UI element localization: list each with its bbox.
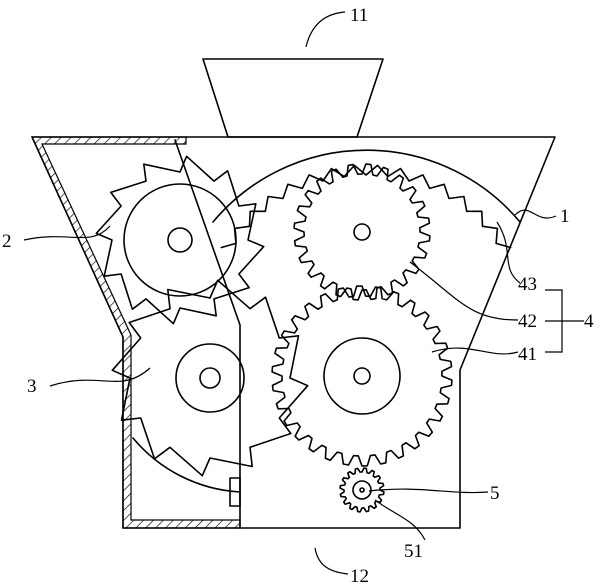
- label-gear-41: 41: [518, 344, 537, 365]
- hatched-wall: [31, 136, 241, 529]
- gear-42: [293, 163, 431, 301]
- label-cutter-lower: 3: [27, 376, 37, 397]
- ring-gear-43-teeth: [220, 164, 512, 249]
- cutter-lower: [111, 279, 309, 477]
- gears: [220, 163, 512, 513]
- label-gear-assembly: 4: [584, 311, 594, 332]
- leader-cutter-lower: [49, 367, 151, 387]
- pinion-gear: [339, 467, 385, 513]
- leader-gear-43: [496, 221, 521, 284]
- pinion-gear-center: [359, 487, 365, 493]
- leader-pinion: [368, 488, 489, 494]
- gear-41: [271, 285, 453, 467]
- cutter-lower-ring-0: [175, 343, 245, 413]
- gear-42-teeth: [293, 163, 431, 301]
- label-inlet: 11: [350, 5, 368, 26]
- label-cutter-upper: 2: [2, 231, 12, 252]
- leader-inlet: [305, 11, 346, 48]
- cutter-upper-ring-1: [167, 227, 193, 253]
- label-pinion: 5: [490, 483, 500, 504]
- label-pinion-shaft: 51: [404, 541, 423, 562]
- cutter-lower-teeth: [111, 279, 309, 477]
- lower-chamber-arc: [132, 437, 241, 493]
- leader-lines: [23, 11, 557, 575]
- label-outlet: 12: [350, 566, 369, 587]
- leader-outlet: [314, 547, 349, 575]
- leader-gear-42: [409, 261, 519, 321]
- leader-housing: [514, 209, 557, 219]
- gear-track-arc: [212, 149, 521, 223]
- leader-pinion-shaft: [374, 499, 426, 541]
- label-gear-43: 43: [518, 274, 537, 295]
- chamber-stop: [229, 477, 241, 507]
- feed-hopper: [202, 58, 384, 138]
- pinion-gear-hub: [352, 480, 372, 500]
- gear-41-center: [353, 367, 371, 385]
- leader-cutter-upper: [23, 225, 111, 241]
- gear-42-hub: [353, 223, 371, 241]
- label-housing: 1: [560, 206, 570, 227]
- partition-wall: [174, 139, 241, 529]
- leader-gear-41: [431, 347, 519, 355]
- cutter-upper-teeth: [95, 155, 265, 325]
- cutter-upper-ring-0: [123, 183, 237, 297]
- gear-41-hub: [323, 337, 401, 415]
- cutter-lower-ring-1: [199, 367, 221, 389]
- pinion-gear-teeth: [339, 467, 385, 513]
- gear-41-teeth: [271, 285, 453, 467]
- label-gear-42: 42: [518, 311, 537, 332]
